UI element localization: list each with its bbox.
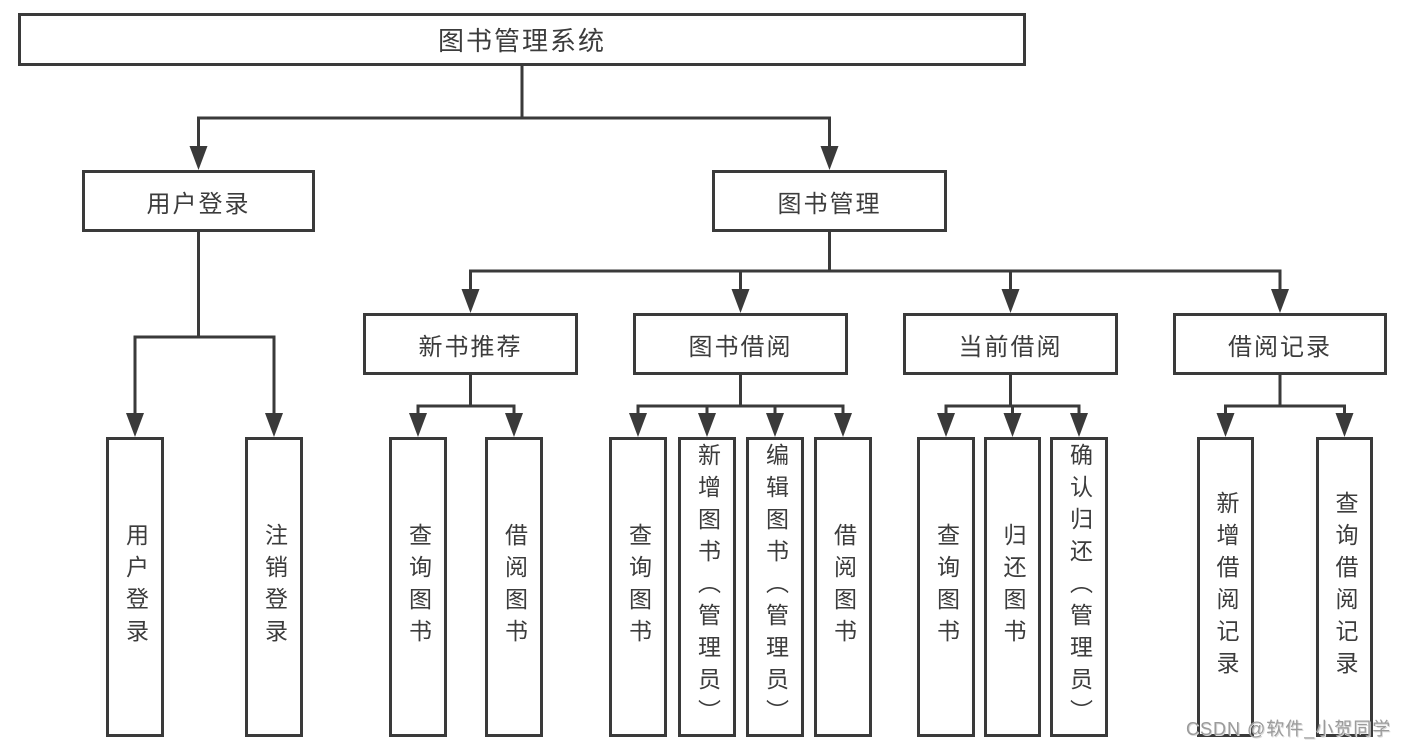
node-book-management: 图书管理 bbox=[712, 170, 947, 232]
csdn-watermark: CSDN @软件_小贺同学 bbox=[1186, 719, 1392, 739]
node-leaf-borrow-book: 借阅图书 bbox=[814, 437, 872, 737]
node-user-login: 用户登录 bbox=[82, 170, 315, 232]
node-new-book-recommend: 新书推荐 bbox=[363, 313, 578, 375]
node-leaf-logout: 注销登录 bbox=[245, 437, 303, 737]
node-leaf-edit-book-admin: 编辑图书（管理员） bbox=[746, 437, 804, 737]
node-leaf-borrow-book-recommend: 借阅图书 bbox=[485, 437, 543, 737]
node-leaf-query-borrow-record: 查询借阅记录 bbox=[1316, 437, 1373, 737]
node-leaf-confirm-return-admin: 确认归还（管理员） bbox=[1050, 437, 1108, 737]
node-leaf-add-borrow-record: 新增借阅记录 bbox=[1197, 437, 1254, 737]
node-book-borrow: 图书借阅 bbox=[633, 313, 848, 375]
node-leaf-query-book-borrow: 查询图书 bbox=[609, 437, 667, 737]
node-leaf-add-book-admin: 新增图书（管理员） bbox=[678, 437, 736, 737]
node-leaf-query-book-current: 查询图书 bbox=[917, 437, 975, 737]
node-leaf-query-book-recommend: 查询图书 bbox=[389, 437, 447, 737]
node-library-system: 图书管理系统 bbox=[18, 13, 1026, 66]
node-leaf-return-book: 归还图书 bbox=[984, 437, 1041, 737]
node-current-borrow: 当前借阅 bbox=[903, 313, 1118, 375]
node-leaf-user-login: 用户登录 bbox=[106, 437, 164, 737]
node-borrow-records: 借阅记录 bbox=[1173, 313, 1387, 375]
